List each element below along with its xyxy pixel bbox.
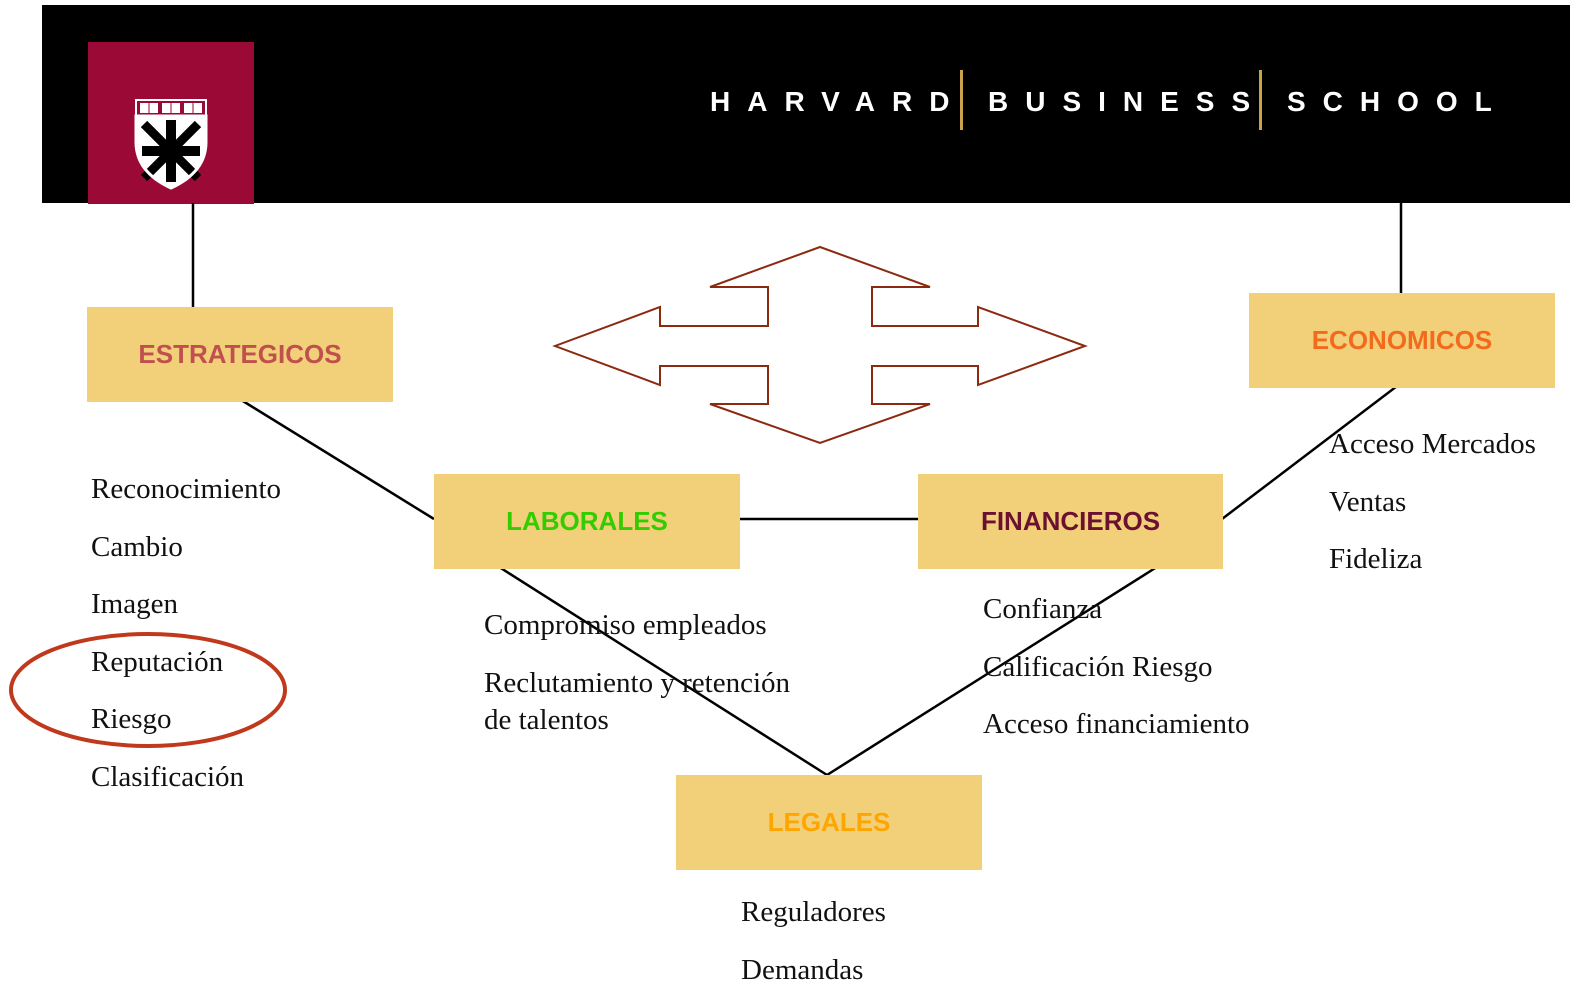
node-economicos: ECONOMICOS xyxy=(1249,293,1555,388)
financieros-items: Confianza Calificación Riesgo Acceso fin… xyxy=(983,581,1250,754)
list-item: Reputación xyxy=(91,634,281,692)
list-item: de talentos xyxy=(484,702,790,739)
list-item: Confianza xyxy=(983,581,1250,639)
list-item: Ventas xyxy=(1329,474,1536,532)
list-item: Compromiso empleados xyxy=(484,597,767,655)
list-item: Demandas xyxy=(741,942,886,999)
economicos-items: Acceso Mercados Ventas Fideliza xyxy=(1329,416,1536,589)
estrategicos-items: Reconocimiento Cambio Imagen Reputación … xyxy=(91,461,281,806)
list-item: Cambio xyxy=(91,519,281,577)
list-item: Acceso financiamiento xyxy=(983,696,1250,754)
node-legales-label: LEGALES xyxy=(768,807,891,838)
list-item: Calificación Riesgo xyxy=(983,639,1250,697)
node-financieros: FINANCIEROS xyxy=(918,474,1223,569)
list-item: Acceso Mercados xyxy=(1329,416,1536,474)
list-item: Riesgo xyxy=(91,691,281,749)
four-way-arrow-icon xyxy=(555,247,1085,443)
node-financieros-label: FINANCIEROS xyxy=(981,506,1160,537)
list-item: Fideliza xyxy=(1329,531,1536,589)
list-item: Clasificación xyxy=(91,749,281,807)
list-item: Reconocimiento xyxy=(91,461,281,519)
node-estrategicos: ESTRATEGICOS xyxy=(87,307,393,402)
node-laborales-label: LABORALES xyxy=(506,506,668,537)
node-laborales: LABORALES xyxy=(434,474,740,569)
laborales-items-continued: Reclutamiento y retención de talentos xyxy=(484,665,790,739)
laborales-items: Compromiso empleados xyxy=(484,597,767,655)
list-item: Reguladores xyxy=(741,884,886,942)
list-item: Reclutamiento y retención xyxy=(484,665,790,702)
legales-items: Reguladores Demandas xyxy=(741,884,886,999)
node-economicos-label: ECONOMICOS xyxy=(1312,325,1493,356)
node-legales: LEGALES xyxy=(676,775,982,870)
list-item: Imagen xyxy=(91,576,281,634)
node-estrategicos-label: ESTRATEGICOS xyxy=(138,339,341,370)
